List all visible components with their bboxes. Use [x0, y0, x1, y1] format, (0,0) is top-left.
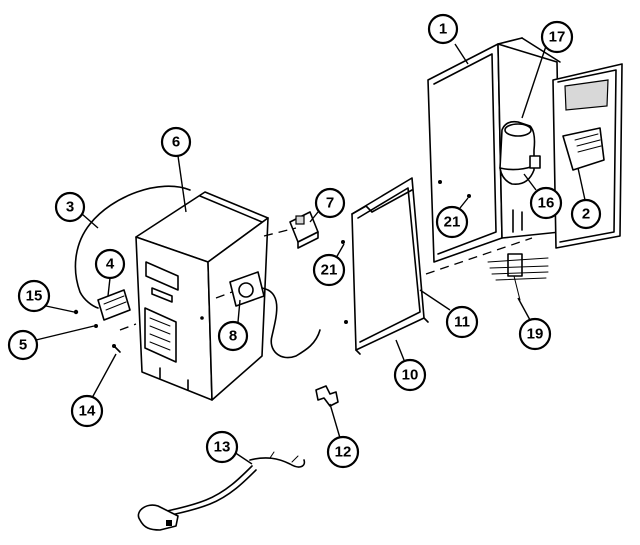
callout-4: 4 [94, 248, 126, 297]
svg-text:3: 3 [66, 199, 74, 216]
svg-text:7: 7 [326, 195, 334, 212]
callout-11: 11 [419, 289, 479, 339]
svg-text:5: 5 [19, 337, 27, 354]
callout-14: 14 [70, 353, 117, 428]
terminal-block-part [73, 289, 131, 328]
switch-part [289, 211, 319, 249]
svg-text:14: 14 [79, 403, 96, 420]
svg-text:17: 17 [549, 29, 566, 46]
rod-part [512, 209, 523, 233]
wire-loop-part [74, 185, 191, 309]
panel-part [341, 177, 429, 355]
callout-12: 12 [326, 403, 360, 469]
svg-text:15: 15 [26, 288, 43, 305]
callout-21-left: 21 [312, 243, 346, 287]
callout-8: 8 [217, 299, 249, 352]
power-cord-part [137, 451, 306, 531]
svg-text:21: 21 [321, 262, 338, 279]
svg-text:12: 12 [335, 444, 352, 461]
svg-text:10: 10 [402, 367, 419, 384]
svg-text:8: 8 [229, 328, 237, 345]
callout-2: 2 [570, 167, 602, 230]
callout-7: 7 [309, 187, 346, 223]
grille-part [562, 127, 605, 171]
svg-text:21: 21 [444, 214, 461, 231]
callout-17: 17 [521, 20, 574, 119]
control-box-part [135, 191, 269, 401]
svg-text:6: 6 [172, 134, 180, 151]
callout-19: 19 [517, 297, 552, 351]
svg-text:4: 4 [106, 256, 115, 273]
screw-part [112, 344, 121, 353]
callout-3: 3 [54, 191, 99, 229]
callout-15: 15 [17, 279, 75, 313]
callout-5: 5 [7, 325, 95, 361]
assembly-guide-lines [119, 227, 533, 331]
callout-10: 10 [393, 339, 427, 392]
svg-text:2: 2 [582, 206, 590, 223]
svg-text:19: 19 [527, 326, 544, 343]
svg-text:16: 16 [538, 195, 555, 212]
callout-21-right: 21 [435, 197, 469, 239]
svg-text:13: 13 [214, 439, 231, 456]
callout-13: 13 [205, 430, 253, 465]
callout-6: 6 [160, 126, 192, 213]
svg-text:11: 11 [454, 314, 470, 331]
callout-16: 16 [523, 173, 563, 220]
svg-text:1: 1 [439, 21, 447, 38]
clip-part [315, 385, 339, 407]
thermostat-part [229, 271, 321, 359]
wire-connector-part [487, 253, 549, 301]
dispenser-actuator-part [499, 120, 541, 186]
callout-1: 1 [427, 13, 469, 65]
